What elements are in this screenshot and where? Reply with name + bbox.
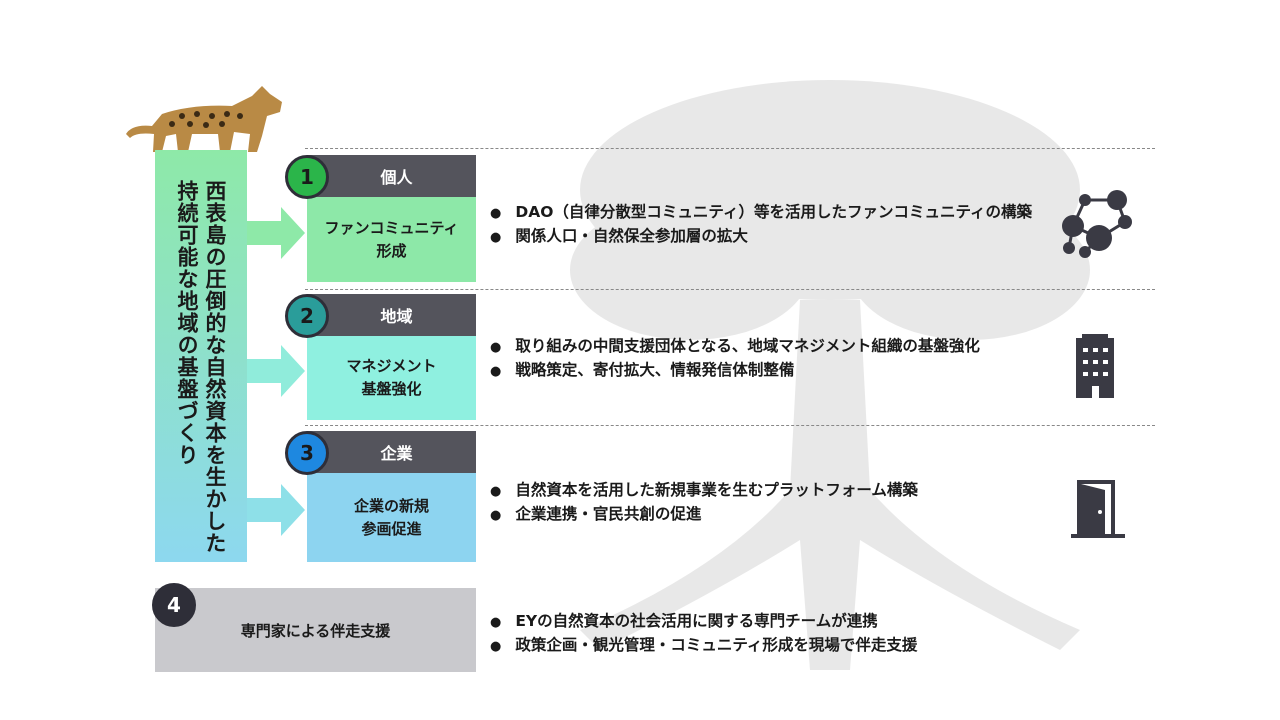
section-2-number: 2	[285, 294, 329, 338]
section-2-header: 地域	[307, 294, 476, 336]
section-1-bullets: DAO（自律分散型コミュニティ）等を活用したファンコミュニティの構築関係人口・自…	[490, 201, 1032, 249]
divider	[305, 425, 1155, 426]
divider	[305, 289, 1155, 290]
section-3-number: 3	[285, 431, 329, 475]
building-icon	[1076, 334, 1114, 398]
iriomote-cat-image	[126, 86, 282, 152]
main-theme-line2: 持続可能な地域の基盤づくり	[175, 180, 199, 466]
open-door-icon	[1071, 480, 1125, 538]
section-1-number: 1	[285, 155, 329, 199]
support-title: 専門家による伴走支援	[155, 588, 476, 672]
support-number: 4	[152, 583, 196, 627]
arrow-1	[247, 207, 305, 259]
section-3-header: 企業	[307, 431, 476, 473]
main-theme-line1: 西表島の圧倒的な自然資本を生かした	[203, 180, 227, 554]
section-2-title: マネジメント基盤強化	[307, 336, 476, 420]
main-theme-bar: 西表島の圧倒的な自然資本を生かした 持続可能な地域の基盤づくり	[155, 150, 247, 562]
section-2-bullets: 取り組みの中間支援団体となる、地域マネジメント組織の基盤強化戦略策定、寄付拡大、…	[490, 335, 980, 383]
section-3-title: 企業の新規参画促進	[307, 473, 476, 562]
arrow-2	[247, 345, 305, 397]
support-bullets: EYの自然資本の社会活用に関する専門チームが連携政策企画・観光管理・コミュニティ…	[490, 610, 917, 658]
network-people-icon	[1062, 190, 1132, 258]
divider	[305, 148, 1155, 149]
section-1-header: 個人	[307, 155, 476, 197]
arrow-3	[247, 484, 305, 536]
section-3-bullets: 自然資本を活用した新規事業を生むプラットフォーム構築企業連携・官民共創の促進	[490, 479, 918, 527]
section-1-title: ファンコミュニティ形成	[307, 197, 476, 282]
